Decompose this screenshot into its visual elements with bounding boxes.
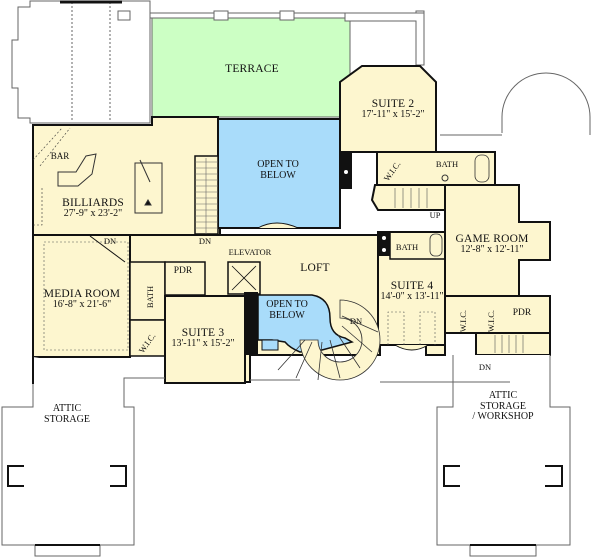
room-label-open-below-lower: OPEN TO BELOW <box>266 299 308 321</box>
room-label-attic-right: ATTIC STORAGE / WORKSHOP <box>472 390 534 423</box>
room-label-loft: LOFT <box>300 262 330 274</box>
room-label-billiards: BILLIARDS 27'-9" x 23'-2" <box>62 197 124 220</box>
label-up: UP <box>429 210 441 220</box>
room-dimensions: 13'-11" x 15'-2" <box>171 338 235 350</box>
room-label-media-room: MEDIA ROOM 16'-8" x 21'-6" <box>44 288 120 311</box>
room-name: OPEN TO <box>266 299 308 310</box>
room-name-line2: STORAGE <box>480 400 526 412</box>
room-name: SUITE 4 <box>390 280 434 292</box>
label-dn-billiards: DN <box>103 236 117 246</box>
room-name: OPEN TO <box>257 159 299 170</box>
room-name-line2: BELOW <box>269 309 305 321</box>
label-pdr-left: PDR <box>173 266 193 276</box>
room-dimensions: 17'-11" x 15'-2" <box>361 109 425 121</box>
room-dimensions: 27'-9" x 23'-2" <box>63 208 123 220</box>
room-name: SUITE 3 <box>181 327 225 339</box>
spiral-stair <box>277 299 381 381</box>
suite3 <box>164 295 246 384</box>
roof-area-left <box>11 0 151 124</box>
room-dimensions: 14'-0" x 13'-11" <box>380 291 444 303</box>
room-name-line3: / WORKSHOP <box>472 411 534 422</box>
attic-storage-right <box>436 355 571 557</box>
room-label-attic-left: ATTIC STORAGE <box>44 403 90 425</box>
room-name-line2: STORAGE <box>44 413 90 425</box>
room-name: TERRACE <box>225 63 279 75</box>
terrace <box>117 10 425 118</box>
label-bar: BAR <box>50 151 70 161</box>
bar-counter <box>57 153 97 187</box>
room-name: GAME ROOM <box>455 233 529 245</box>
label-bath-suite4: BATH <box>395 242 419 252</box>
room-name-line2: BELOW <box>260 169 296 181</box>
room-name: ATTIC <box>488 390 518 401</box>
label-wic-suite4: W.I.C. <box>458 309 468 333</box>
label-dn-workshop: DN <box>478 362 492 372</box>
room-label-suite4: SUITE 4 14'-0" x 13'-11" <box>380 280 443 303</box>
room-label-open-below-upper: OPEN TO BELOW <box>257 159 299 181</box>
label-bath-suite2: BATH <box>435 159 459 169</box>
stair-billiards <box>194 155 219 235</box>
room-label-suite2: SUITE 2 17'-11" x 15'-2" <box>361 98 424 121</box>
room-label-suite3: SUITE 3 13'-11" x 15'-2" <box>171 327 234 350</box>
label-pdr-right: PDR <box>512 308 532 318</box>
room-name: BILLIARDS <box>62 197 124 209</box>
room-label-game-room: GAME ROOM 12'-8" x 12'-11" <box>455 233 528 256</box>
label-elevator: ELEVATOR <box>228 247 272 257</box>
roof-arc-right <box>501 72 591 135</box>
room-name: LOFT <box>300 262 330 274</box>
room-name: MEDIA ROOM <box>43 288 121 300</box>
label-dn-main: DN <box>198 236 212 246</box>
room-label-terrace: TERRACE <box>225 63 279 75</box>
attic-storage-left <box>1 357 165 557</box>
room-name: SUITE 2 <box>371 98 415 110</box>
room-dimensions: 12'-8" x 12'-11" <box>460 244 524 256</box>
label-wic-game: W.I.C. <box>486 309 496 333</box>
pool-table <box>134 159 163 214</box>
label-bath-media: BATH <box>145 285 155 309</box>
label-dn-spiral: DN <box>349 316 363 326</box>
room-dimensions: 16'-8" x 21'-6" <box>52 299 112 311</box>
open-to-below-lower <box>257 294 354 353</box>
room-name: ATTIC <box>52 403 82 414</box>
